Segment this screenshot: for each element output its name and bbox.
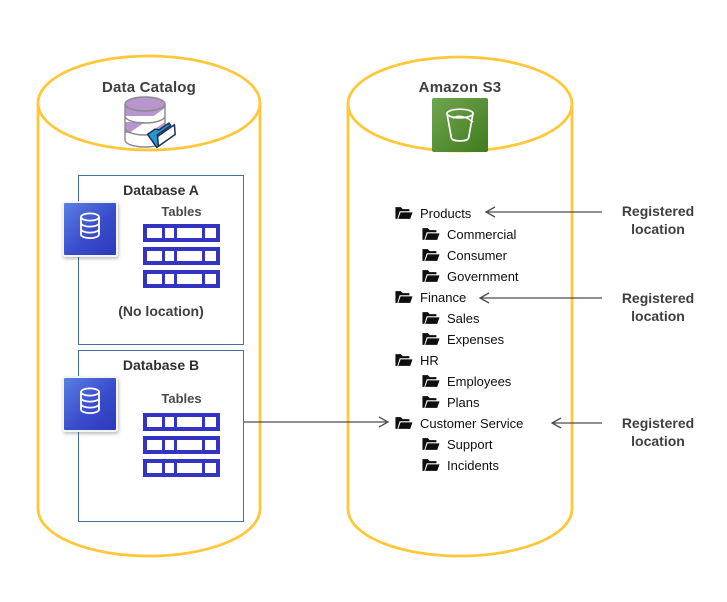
s3-icon-background [432,98,488,152]
folder-label: Commercial [447,226,517,242]
arrows [243,206,602,429]
open-folder-icon [422,312,440,324]
table-row [143,436,220,454]
database-cylinder-glyph [80,212,100,239]
database-b-box: Database B Tables [78,350,244,522]
table-row [143,270,220,288]
data-catalog-cylinder-top [36,54,262,152]
open-folder-icon [422,270,440,282]
open-folder-icon [395,207,413,219]
open-folder-icon [422,333,440,345]
catalog-folder-glyph [146,122,176,149]
folder-row: HR [395,350,439,370]
folder-label: Incidents [447,457,500,473]
open-folder-icon [422,459,440,471]
folder-row: Support [422,434,493,454]
open-folder-icon [395,354,413,366]
registered-arrow-customer-service [550,417,602,429]
folder-label: Consumer [447,247,507,263]
table-row [143,459,220,477]
data-catalog-cylinder [36,54,262,558]
database-a-icon [62,201,118,257]
database-b-title: Database B [122,357,200,373]
open-folder-icon [422,396,440,408]
database-a-box: Database A Tables (No location) [78,175,244,345]
database-b-icon [62,376,118,432]
folder-row: Employees [422,371,511,391]
folder-label: Expenses [447,331,505,347]
folder-label: Customer Service [420,415,524,431]
registered-location-label: Registered location [621,290,695,324]
folder-label: Plans [447,394,480,410]
folder-label: HR [420,352,439,368]
folder-label: Government [447,268,519,284]
database-b-tables-label: Tables [161,391,202,406]
open-folder-icon [395,291,413,303]
data-catalog-icon [124,96,176,150]
table-row [143,224,220,242]
catalog-db-bands [125,104,165,150]
open-folder-icon [422,375,440,387]
folder-row: Commercial [422,224,516,244]
open-folder-icon [422,228,440,240]
s3-bucket-icon [432,98,488,152]
data-catalog-title: Data Catalog [101,79,197,96]
registered-location-label: Registered location [621,415,695,449]
folder-row: Consumer [422,245,507,265]
folder-row: Finance [395,287,466,307]
data-catalog-cylinder-body [36,103,262,558]
folder-label: Products [420,205,472,221]
folder-label: Finance [420,289,467,305]
registered-arrow-finance [478,292,602,304]
database-cylinder-glyph [80,387,100,414]
database-a-tables-label: Tables [161,204,202,219]
registered-arrow-products [484,206,602,218]
folder-row: Incidents [422,455,499,475]
table-row [143,247,220,265]
folder-row: Sales [422,308,480,328]
folder-row: Government [422,266,519,286]
s3-cylinder-body [346,104,574,558]
database-b-to-s3-arrow [243,416,390,428]
open-folder-icon [422,438,440,450]
bucket-glyph [446,108,474,142]
folder-label: Sales [447,310,480,326]
no-location-note: (No location) [118,303,204,319]
table-row [143,413,220,431]
folder-label: Support [447,436,493,452]
folder-row: Products [395,203,471,223]
folder-row: Plans [422,392,480,412]
open-folder-icon [422,249,440,261]
folder-row: Expenses [422,329,504,349]
s3-title: Amazon S3 [418,79,502,96]
folder-row: Customer Service [395,413,523,433]
folder-label: Employees [447,373,512,389]
registered-location-label: Registered location [621,203,695,237]
open-folder-icon [395,417,413,429]
database-a-title: Database A [123,182,199,198]
